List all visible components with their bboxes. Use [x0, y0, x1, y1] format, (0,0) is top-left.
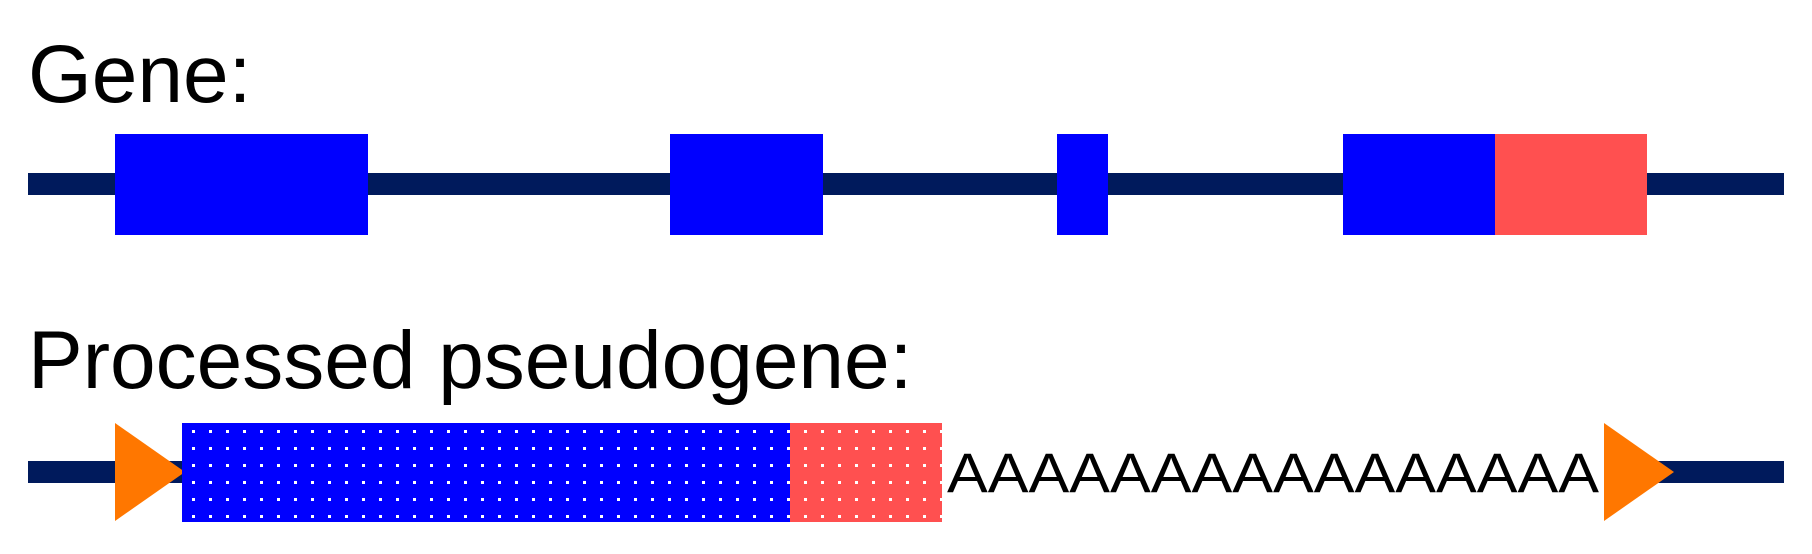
gene-exon-4-utr — [1495, 134, 1647, 235]
left-direct-repeat-arrow — [115, 423, 185, 521]
gene-label: Gene: — [28, 29, 251, 120]
pseudogene-row: Processed pseudogene: AAAAAAAAAAAAAAAA — [28, 315, 1784, 522]
pseudogene-utr-dots — [790, 423, 942, 522]
pseudogene-coding-dots — [182, 423, 790, 522]
gene-exon-3 — [1057, 134, 1108, 235]
pseudogene-label: Processed pseudogene: — [28, 315, 912, 406]
polya-tail-label: AAAAAAAAAAAAAAAA — [947, 441, 1600, 504]
gene-row: Gene: — [28, 29, 1784, 235]
gene-exon-4-coding — [1343, 134, 1495, 235]
gene-exon-2 — [670, 134, 823, 235]
gene-exon-1 — [115, 134, 368, 235]
pseudogene-backbone-right — [1640, 461, 1784, 483]
right-direct-repeat-arrow — [1604, 423, 1674, 521]
